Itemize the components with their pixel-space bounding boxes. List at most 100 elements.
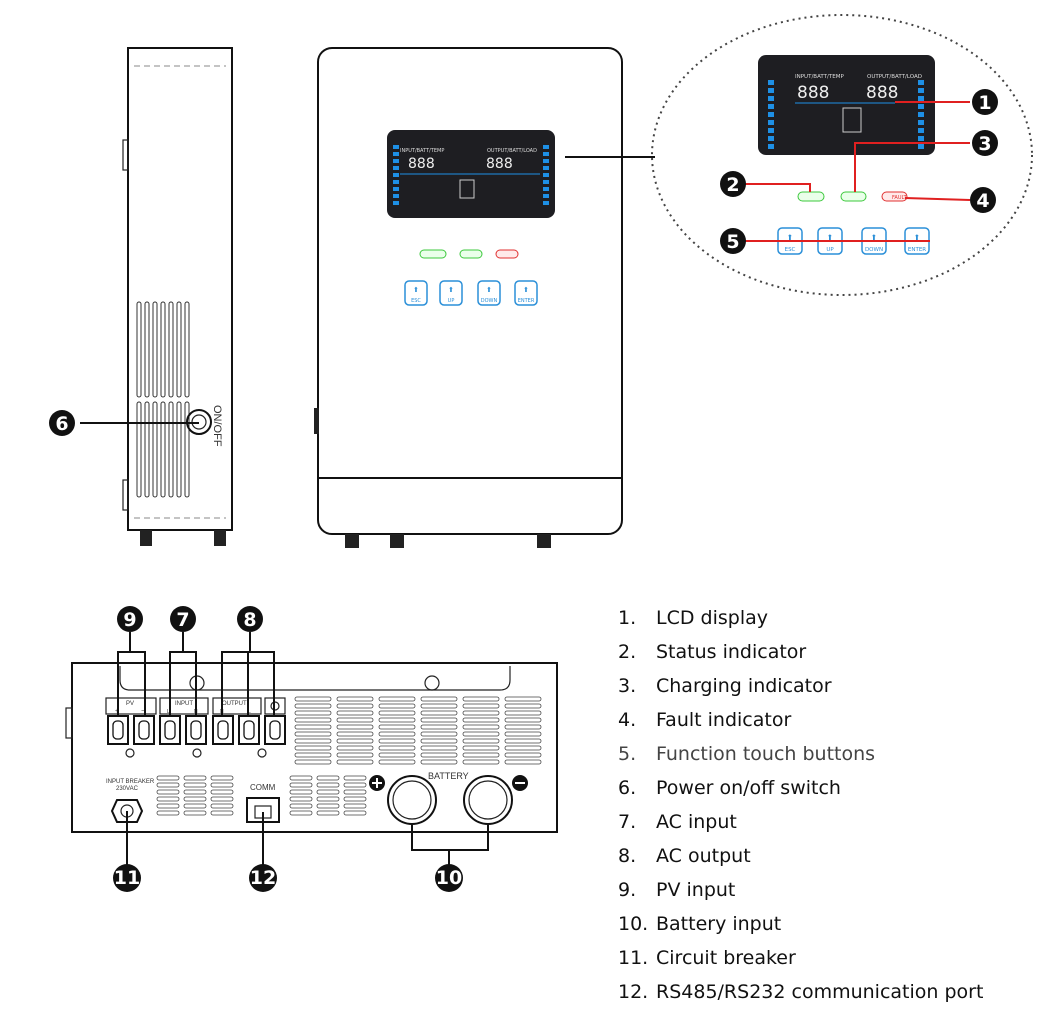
vent-slot	[420, 759, 458, 765]
side-view: ON/OFF 6	[49, 47, 233, 546]
vent-slot	[462, 759, 500, 765]
button-frame[interactable]	[514, 280, 538, 306]
vent-slot	[504, 710, 542, 716]
button-down[interactable]: ⬆DOWN	[477, 280, 501, 306]
lcd-bar	[918, 144, 924, 149]
vent-slot	[336, 710, 374, 716]
vent-slot	[176, 401, 182, 498]
vent-slot	[156, 796, 180, 802]
vent-slot	[152, 401, 158, 498]
vent-slot	[183, 796, 207, 802]
vent-slot	[378, 752, 416, 758]
lcd-bar	[768, 88, 774, 93]
svg-text:INPUT/BATT/TEMP: INPUT/BATT/TEMP	[795, 74, 844, 80]
lcd-bar	[393, 201, 399, 205]
vent-slot	[316, 803, 340, 809]
vent-slot	[504, 731, 542, 737]
vent-slot	[420, 703, 458, 709]
switch-label: ON/OFF	[211, 405, 223, 447]
vent-slot	[294, 731, 332, 737]
button-label: ESC	[411, 298, 421, 304]
vent-slot	[156, 775, 180, 781]
vent-slot	[294, 717, 332, 723]
svg-text:5: 5	[726, 231, 739, 253]
vent-slot	[378, 703, 416, 709]
lcd-bar	[918, 112, 924, 117]
terminal[interactable]	[185, 715, 207, 745]
vent-slot	[316, 810, 340, 816]
vent-slot	[378, 724, 416, 730]
vent-slot	[462, 724, 500, 730]
button-label: ENTER	[908, 247, 926, 253]
button-frame[interactable]	[439, 280, 463, 306]
vent-slot	[294, 724, 332, 730]
lcd-bar	[768, 104, 774, 109]
vent-slot	[183, 803, 207, 809]
button-up[interactable]: ⬆UP	[439, 280, 463, 306]
callout-3: 3	[972, 130, 998, 156]
callout-9: 9	[117, 606, 143, 632]
battery-positive[interactable]	[387, 775, 437, 825]
terminal[interactable]	[107, 715, 129, 745]
terminal[interactable]	[133, 715, 155, 745]
vent-slot	[168, 401, 174, 498]
lcd-display-zoomed: INPUT/BATT/TEMP OUTPUT/BATT/LOAD 888 888	[758, 55, 935, 155]
lcd-bar	[393, 145, 399, 149]
callout-2: 2	[720, 171, 746, 197]
lcd-bar	[393, 173, 399, 177]
lcd-bar	[918, 96, 924, 101]
lcd-display: INPUT/BATT/TEMP OUTPUT/BATT/LOAD 888 888	[387, 130, 555, 218]
button-frame[interactable]	[477, 280, 501, 306]
terminal[interactable]	[264, 715, 286, 745]
legend-item: 11.Circuit breaker	[618, 947, 796, 969]
vent-slot	[378, 717, 416, 723]
legend-item: 2.Status indicator	[618, 641, 807, 663]
vent-slot	[336, 759, 374, 765]
vent-slot	[462, 752, 500, 758]
vent-slot	[294, 703, 332, 709]
circuit-breaker[interactable]	[110, 799, 144, 823]
svg-text:6: 6	[55, 413, 68, 435]
vent-slot	[156, 803, 180, 809]
fault-indicator	[881, 191, 908, 202]
callout-4: 4	[970, 187, 996, 213]
charging-indicator	[840, 191, 867, 202]
vent-slot	[343, 789, 367, 795]
vent-slot	[504, 738, 542, 744]
terminal[interactable]	[238, 715, 260, 745]
lcd-bar	[393, 159, 399, 163]
lcd-bar	[918, 136, 924, 141]
vent-slot	[420, 710, 458, 716]
button-esc[interactable]: ⬆ESC	[404, 280, 428, 306]
vent-slot	[184, 301, 190, 398]
vent-slot	[316, 789, 340, 795]
battery-negative[interactable]	[463, 775, 513, 825]
vent-slot	[336, 738, 374, 744]
button-frame[interactable]	[404, 280, 428, 306]
vent-slot	[343, 782, 367, 788]
lcd-bar	[393, 152, 399, 156]
vent-slot	[420, 738, 458, 744]
button-enter[interactable]: ⬆ENTER	[514, 280, 538, 306]
svg-text:7: 7	[176, 609, 189, 631]
svg-text:OUTPUT/BATT/LOAD: OUTPUT/BATT/LOAD	[487, 148, 537, 154]
vent-slot	[420, 752, 458, 758]
svg-text:2: 2	[726, 174, 739, 196]
lcd-bar	[393, 166, 399, 170]
breaker-label: INPUT BREAKER	[106, 779, 155, 785]
vent-slot	[152, 301, 158, 398]
vent-slot	[343, 803, 367, 809]
svg-text:11: 11	[114, 867, 140, 889]
terminal[interactable]	[159, 715, 181, 745]
callout-6: 6	[49, 410, 75, 436]
lcd-bar	[918, 80, 924, 85]
button-label: UP	[826, 247, 834, 253]
button-arrow-icon: ⬆	[486, 286, 492, 294]
terminal-screw	[243, 720, 255, 740]
terminal[interactable]	[212, 715, 234, 745]
vent-slot	[420, 696, 458, 702]
svg-text:INPUT: INPUT	[175, 701, 193, 707]
vent-slot	[289, 803, 313, 809]
vent-slot	[183, 775, 207, 781]
vent-slot	[343, 810, 367, 816]
